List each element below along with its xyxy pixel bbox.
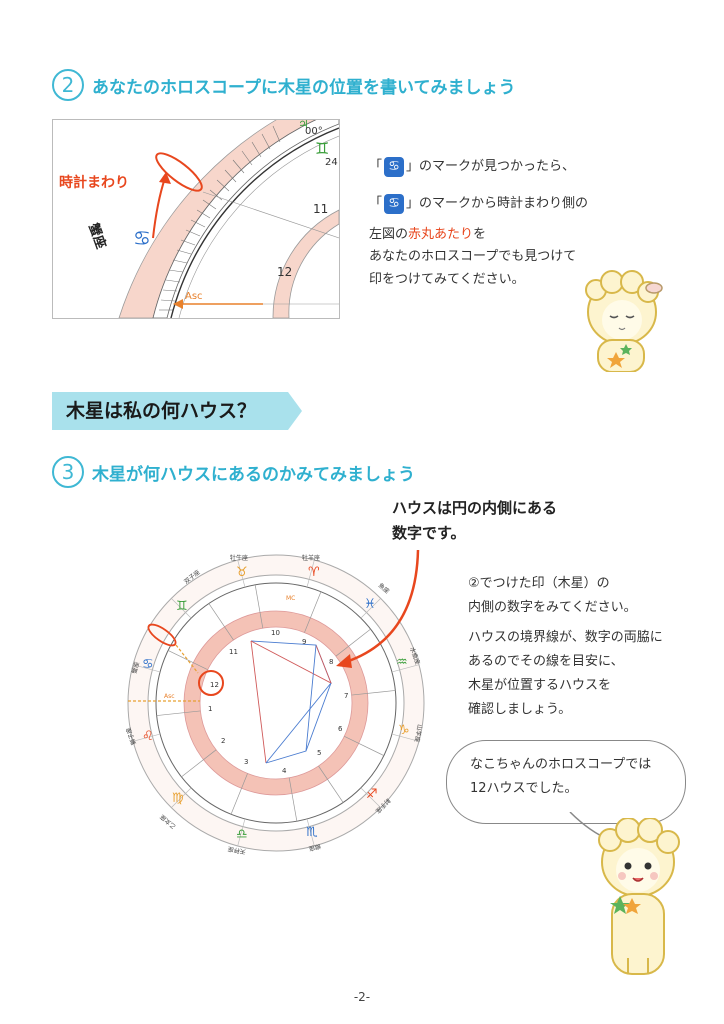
mc-label: MC <box>286 595 295 602</box>
house-number: 12 <box>210 681 219 689</box>
callout-text: ハウスは円の内側にある 数字です。 <box>392 499 558 542</box>
degree-24-label: 24 <box>325 157 338 168</box>
instruction-line-5: 印をつけてみてください。 <box>369 272 525 287</box>
chart-detail-figure: ♊ ♃ 00° 24 時計まわり 蟹座 ♋ 11 12 Asc <box>52 119 340 319</box>
aquarius-glyph: ♒ <box>396 655 408 670</box>
house-number: 3 <box>244 758 248 766</box>
house-number: 2 <box>221 737 225 745</box>
cancer-glyph-icon: ♋ <box>133 226 151 250</box>
sign-name: 山羊座 <box>413 724 424 743</box>
house-number: 5 <box>317 749 321 757</box>
leo-glyph: ♌ <box>142 729 154 744</box>
house-number: 9 <box>302 638 306 646</box>
house-number: 7 <box>344 692 348 700</box>
sign-name: 乙女座 <box>158 813 177 831</box>
asc-label: Asc <box>164 693 175 700</box>
scorpio-glyph: ♏ <box>306 825 318 840</box>
chart-detail-svg: ♊ ♃ <box>118 120 339 318</box>
instruction-line-2: 「♋」のマークから時計まわり側の <box>369 191 588 217</box>
section-banner: 木星は私の何ハウス？ <box>52 392 302 430</box>
jupiter-glyph: ♃ <box>298 120 309 131</box>
cancer-icon: ♋ <box>384 156 405 177</box>
speech-bubble <box>446 740 686 824</box>
sign-name: 天秤座 <box>227 845 246 856</box>
page-number: -2- <box>353 990 371 1004</box>
sign-name: 蠍座 <box>308 842 322 853</box>
pisces-glyph: ♓ <box>364 597 376 612</box>
house-number: 11 <box>229 648 238 656</box>
gemini-glyph: ♊ <box>176 599 188 614</box>
cancer-icon: ♋ <box>384 193 405 214</box>
house-12-label: 12 <box>277 265 293 279</box>
banner-title: 木星は私の何ハウス？ <box>66 400 257 422</box>
alpaca-character-icon <box>598 818 680 975</box>
clockwise-label: 時計まわり <box>59 175 129 191</box>
house-number: 1 <box>208 705 212 713</box>
explanation-paragraph-1: ②でつけた印（木星）の 内側の数字をみてください。 <box>468 576 637 615</box>
bubble-text: なこちゃんのホロスコープでは 12ハウスでした。 <box>470 757 652 796</box>
taurus-glyph: ♉ <box>236 565 248 580</box>
house-number: 10 <box>271 629 280 637</box>
cancer-glyph: ♋ <box>142 657 154 672</box>
house-11-label: 11 <box>313 202 329 216</box>
degree-label: 00° <box>305 126 323 137</box>
alpaca-character-icon <box>585 270 663 372</box>
aries-glyph: ♈ <box>308 565 320 580</box>
sagittarius-glyph: ♐ <box>366 787 378 802</box>
virgo-glyph: ♍ <box>172 791 184 806</box>
instruction-line-4: あなたのホロスコープでも見つけて <box>369 249 577 264</box>
sign-name: 蟹座 <box>130 661 141 675</box>
explanation-paragraph-2: ハウスの境界線が、数字の両脇に あるのでその線を目安に、 木星が位置するハウスを… <box>468 630 663 717</box>
section-number: 2 <box>52 69 84 101</box>
sign-name: 牡牛座 <box>230 554 248 562</box>
section-title: あなたのホロスコープに木星の位置を書いてみましょう <box>92 78 516 98</box>
callout-arrow <box>336 549 420 668</box>
house-number: 6 <box>338 725 343 733</box>
sign-name: 獅子座 <box>126 726 138 746</box>
instruction-line-3: 左図の赤丸あたりを <box>369 227 487 242</box>
section-title: 木星が何ハウスにあるのかみてみましょう <box>92 465 415 485</box>
asc-label: Asc <box>185 291 203 302</box>
horoscope-chart: 10 9 8 7 6 5 4 3 2 1 12 11 Asc MC ♊ ♉ ♈ … <box>126 554 425 856</box>
gemini-glyph: ♊ <box>315 139 329 158</box>
sign-name: 牡羊座 <box>302 554 320 562</box>
instruction-line-1: 「♋」のマークが見つかったら、 <box>369 154 575 180</box>
section-number: 3 <box>52 456 84 488</box>
libra-glyph: ♎ <box>236 827 248 842</box>
house-number: 8 <box>329 658 333 666</box>
capricorn-glyph: ♑ <box>398 723 410 738</box>
house-number: 4 <box>282 767 287 775</box>
